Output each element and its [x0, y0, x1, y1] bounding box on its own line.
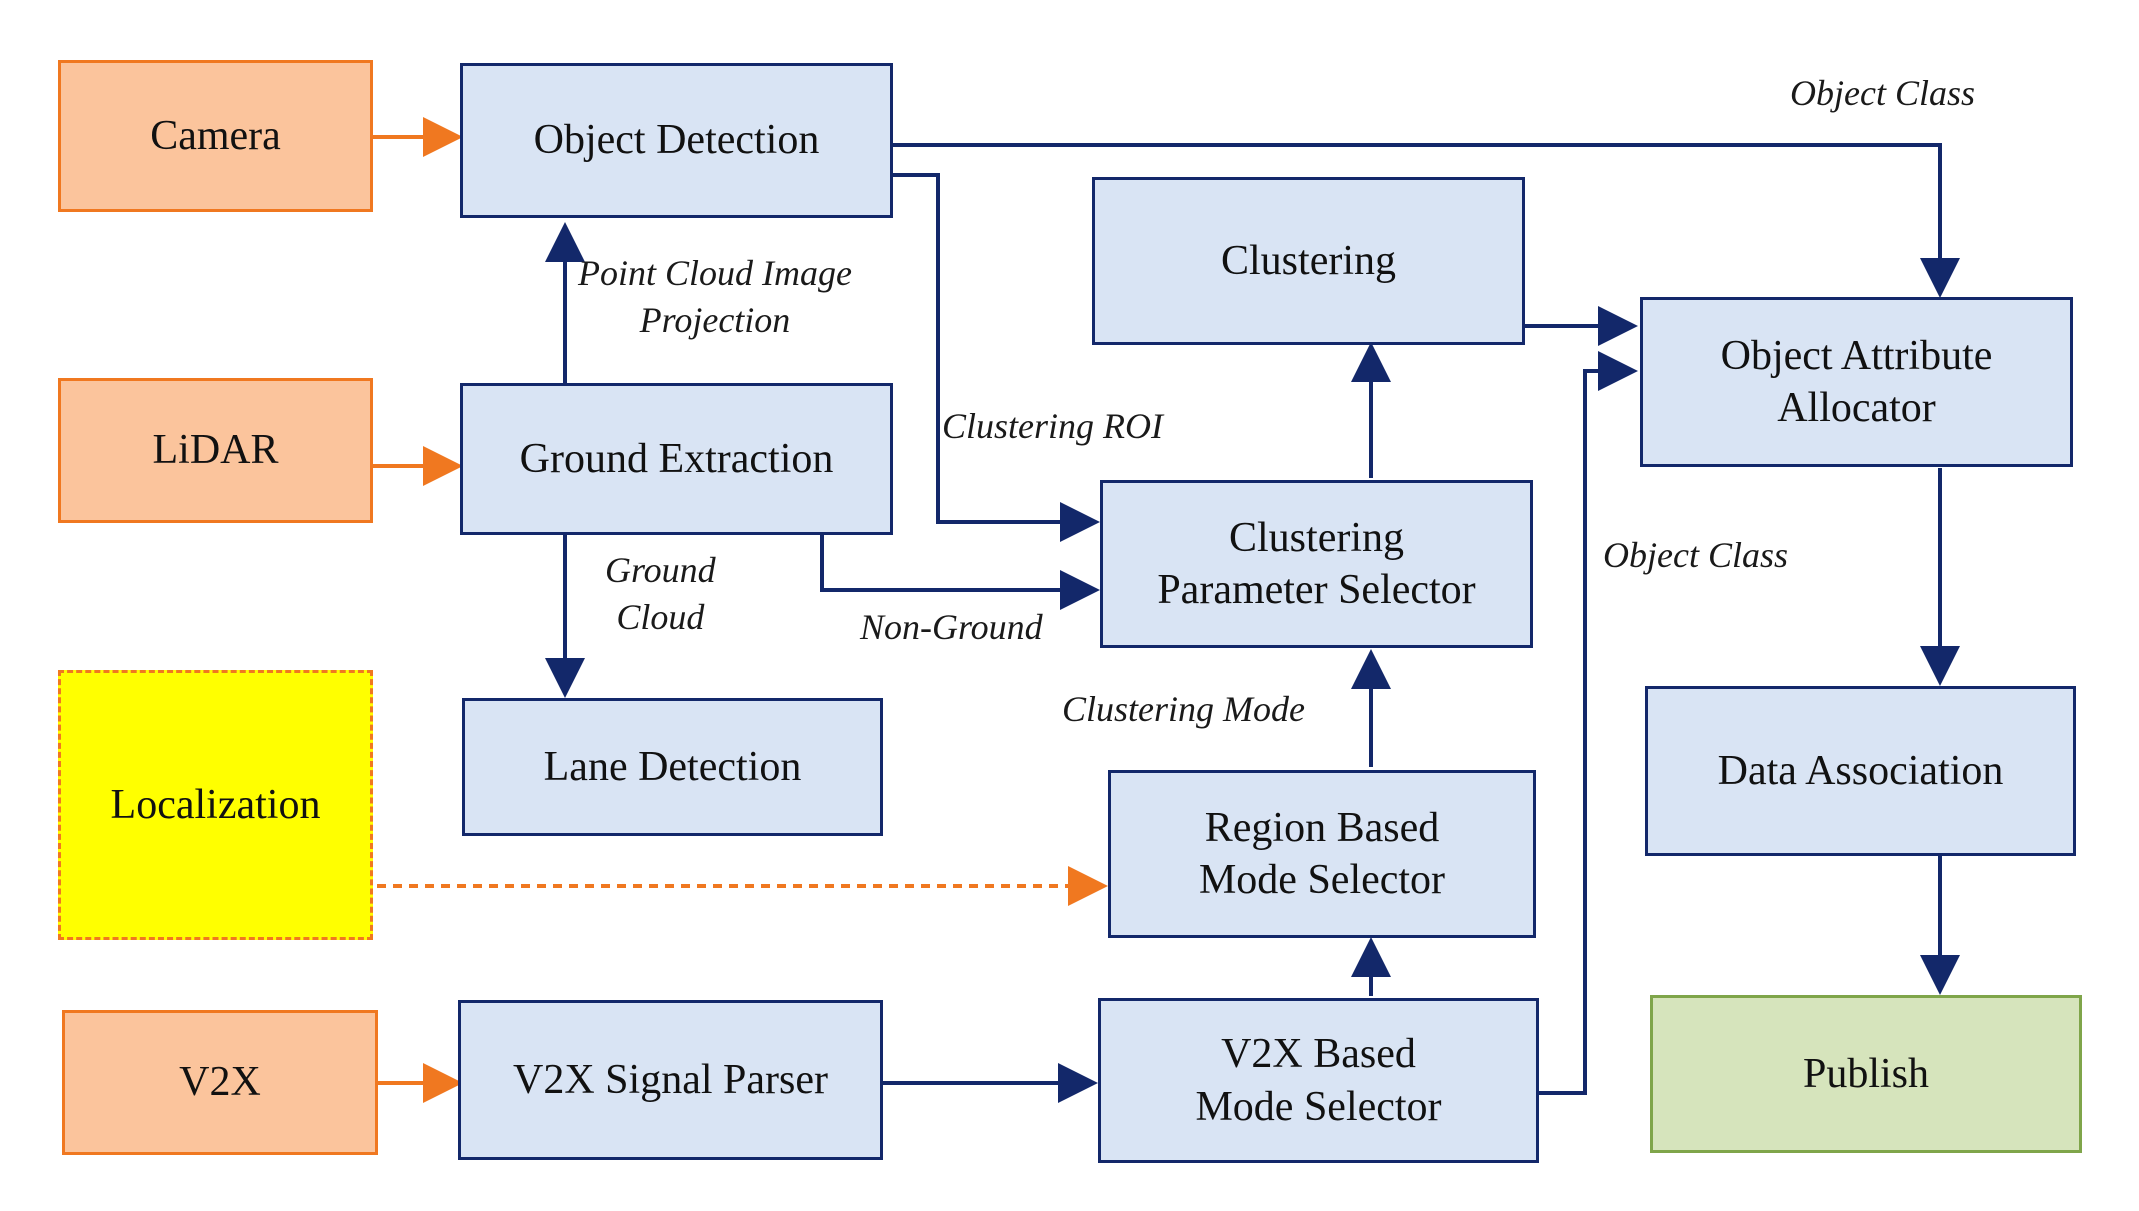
label-ground-cloud: Ground Cloud: [605, 550, 716, 637]
clustering-node: Clustering: [1092, 177, 1525, 345]
clustering-label: Clustering: [1221, 237, 1396, 284]
clustering-parameter-selector-node: Clustering Parameter Selector: [1100, 480, 1533, 648]
v2x-signal-parser-label: V2X Signal Parser: [513, 1056, 828, 1103]
ground-extraction-node: Ground Extraction: [460, 383, 893, 535]
v2x-based-mode-selector-node: V2X Based Mode Selector: [1098, 998, 1539, 1163]
arrow-object-detection-to-parameter-selector: [893, 173, 1100, 542]
region-based-mode-selector-label: Region Based Mode Selector: [1198, 804, 1446, 904]
arrow-ground-extraction-to-parameter-selector: [820, 535, 1100, 610]
lane-detection-node: Lane Detection: [462, 698, 883, 836]
localization-label: Localization: [110, 781, 321, 828]
lidar-label: LiDAR: [152, 427, 279, 474]
label-point-cloud-image-projection: Point Cloud Image Projection: [578, 253, 852, 340]
object-detection-label: Object Detection: [533, 117, 820, 164]
ground-extraction-label: Ground Extraction: [519, 435, 834, 482]
camera-node: Camera: [58, 60, 373, 212]
clustering-parameter-selector-label: Clustering Parameter Selector: [1157, 514, 1476, 614]
label-clustering-roi: Clustering ROI: [942, 406, 1163, 446]
object-attribute-allocator-node: Object Attribute Allocator: [1640, 297, 2073, 467]
lane-detection-label: Lane Detection: [543, 743, 802, 790]
region-based-mode-selector-node: Region Based Mode Selector: [1108, 770, 1536, 938]
camera-label: Camera: [150, 112, 281, 159]
v2x-label: V2X: [179, 1059, 261, 1106]
object-detection-node: Object Detection: [460, 63, 893, 218]
data-association-node: Data Association: [1645, 686, 2076, 856]
localization-node: Localization: [58, 670, 373, 940]
publish-node: Publish: [1650, 995, 2082, 1153]
label-object-class-top: Object Class: [1790, 73, 1975, 113]
v2x-signal-parser-node: V2X Signal Parser: [458, 1000, 883, 1160]
arrow-v2x-selector-to-attribute-allocator: [1539, 351, 1638, 1095]
lidar-node: LiDAR: [58, 378, 373, 523]
label-non-ground: Non-Ground: [860, 607, 1043, 647]
label-object-class-v2x: Object Class: [1603, 535, 1788, 575]
v2x-based-mode-selector-label: V2X Based Mode Selector: [1195, 1031, 1442, 1130]
data-association-label: Data Association: [1717, 747, 2004, 794]
object-attribute-allocator-label: Object Attribute Allocator: [1720, 332, 1993, 432]
publish-label: Publish: [1802, 1050, 1930, 1097]
v2x-node: V2X: [62, 1010, 378, 1155]
label-clustering-mode: Clustering Mode: [1062, 689, 1305, 729]
arrow-object-detection-to-attribute-allocator: [893, 143, 1960, 298]
